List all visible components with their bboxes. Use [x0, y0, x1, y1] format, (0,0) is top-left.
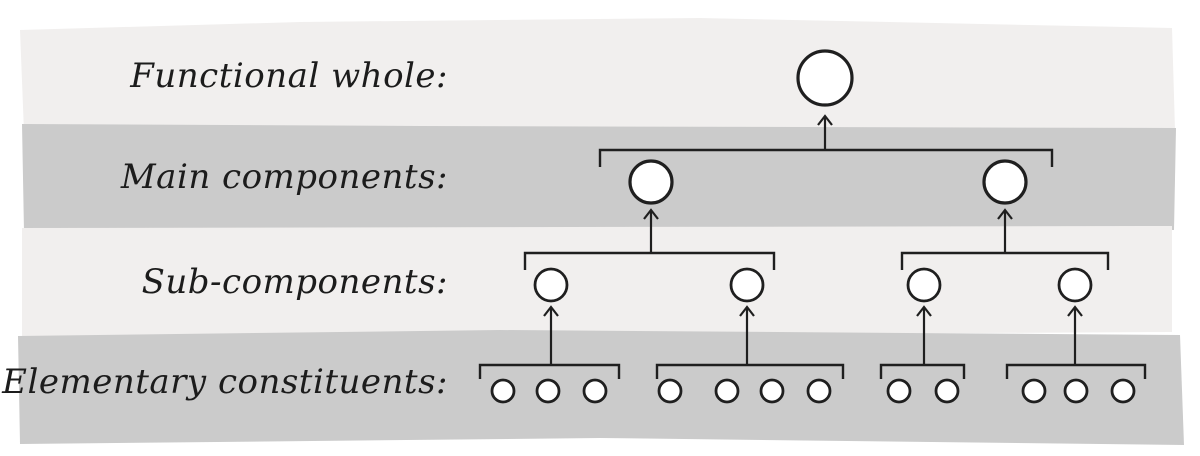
- node-elementary-constituent: [1021, 378, 1047, 404]
- arrow-to-main-component-head: [997, 208, 1013, 220]
- bracket-elementary-constituents: [478, 363, 621, 379]
- arrow-to-main-component-head: [643, 208, 659, 220]
- bracket-elementary-constituents: [1005, 363, 1147, 379]
- node-sub-component: [729, 267, 765, 303]
- bracket-main-components: [598, 148, 1054, 167]
- arrow-to-sub-component-head: [739, 305, 755, 317]
- node-elementary-constituent: [1110, 378, 1136, 404]
- node-elementary-constituent: [490, 378, 516, 404]
- band-functional-whole: [20, 18, 1175, 132]
- node-elementary-constituent: [934, 378, 960, 404]
- arrow-to-sub-component-head: [543, 305, 559, 317]
- bracket-sub-components: [523, 251, 776, 270]
- node-sub-component: [906, 267, 942, 303]
- node-elementary-constituent: [582, 378, 608, 404]
- node-elementary-constituent: [759, 378, 785, 404]
- arrow-to-sub-component-head: [1067, 305, 1083, 317]
- node-elementary-constituent: [657, 378, 683, 404]
- node-elementary-constituent: [714, 378, 740, 404]
- node-elementary-constituent: [535, 378, 561, 404]
- node-sub-component: [533, 267, 569, 303]
- bracket-sub-components: [900, 251, 1110, 270]
- node-main-component: [982, 159, 1028, 205]
- node-functional-whole: [796, 49, 854, 107]
- label-main-components: Main components:: [120, 157, 448, 197]
- node-elementary-constituent: [886, 378, 912, 404]
- bracket-elementary-constituents: [879, 363, 966, 379]
- band-sub-components: [22, 226, 1172, 338]
- node-elementary-constituent: [806, 378, 832, 404]
- label-sub-components: Sub-components:: [141, 262, 448, 302]
- node-sub-component: [1057, 267, 1093, 303]
- arrow-to-sub-component-head: [916, 305, 932, 317]
- bracket-elementary-constituents: [655, 363, 845, 379]
- arrow-to-functional-whole-head: [817, 114, 833, 126]
- label-functional-whole: Functional whole:: [130, 56, 448, 96]
- label-elementary-constituents: Elementary constituents:: [2, 362, 448, 402]
- node-main-component: [628, 159, 674, 205]
- node-elementary-constituent: [1063, 378, 1089, 404]
